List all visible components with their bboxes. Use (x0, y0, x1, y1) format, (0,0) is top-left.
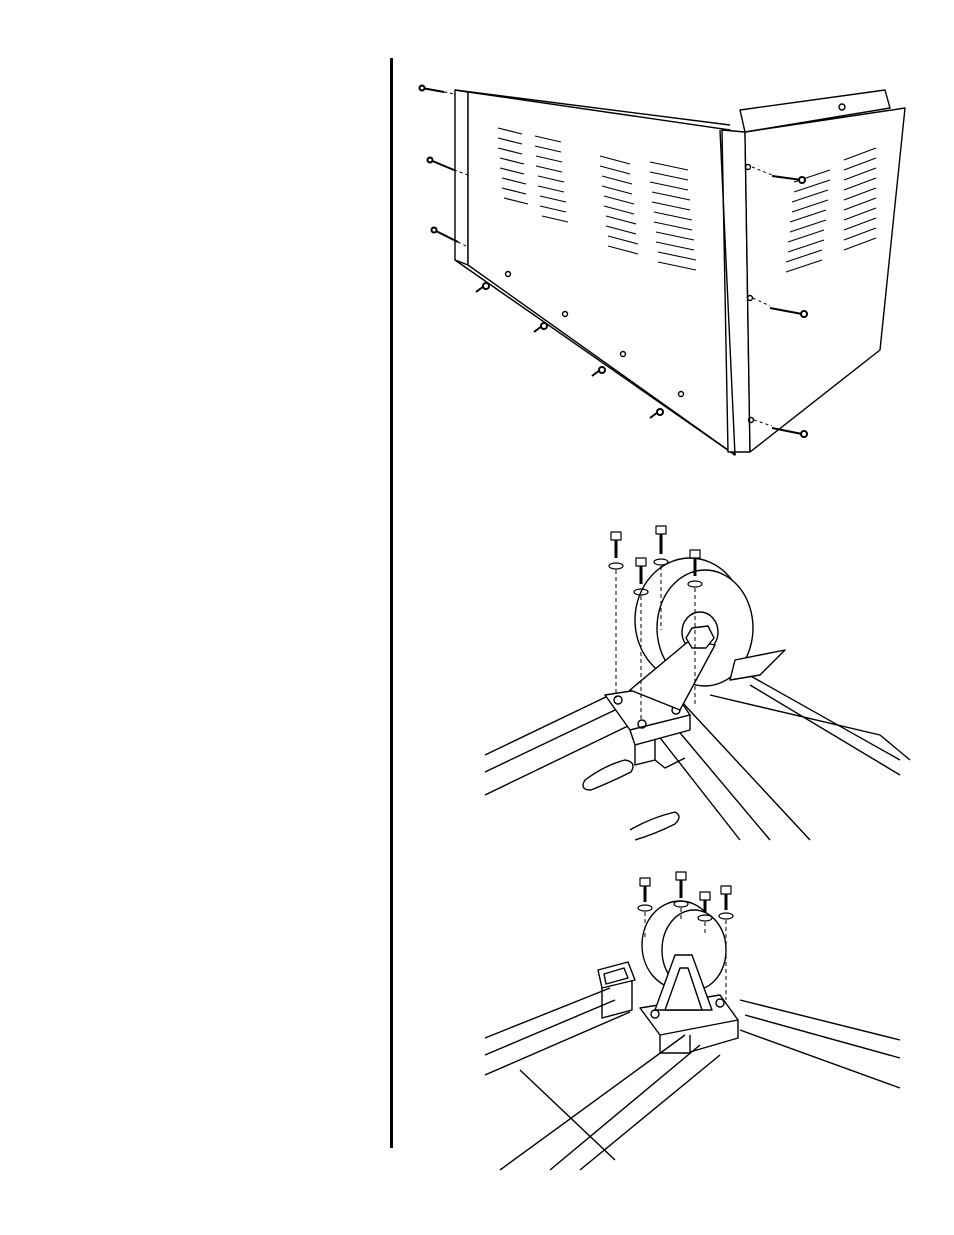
left-text-column (60, 60, 370, 1140)
caster-wheel (630, 558, 785, 710)
column-divider (390, 58, 393, 1148)
right-panel (720, 90, 905, 455)
rigid-caster-illustration (480, 860, 920, 1180)
panel-screws-illustration (410, 70, 930, 470)
frame-rails (485, 670, 910, 840)
caster-wheel (642, 901, 726, 1010)
left-panel (455, 90, 735, 455)
swivel-caster-illustration (480, 510, 920, 850)
